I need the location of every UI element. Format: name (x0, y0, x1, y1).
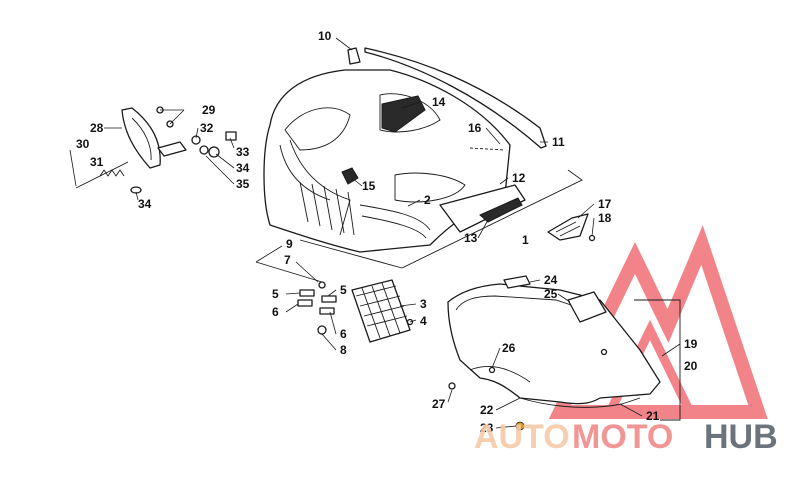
callout-26: 26 (502, 341, 516, 355)
callout-12: 12 (512, 171, 526, 185)
hood-decal (381, 95, 426, 133)
callout-8: 8 (340, 343, 347, 357)
callout-35: 35 (236, 177, 250, 191)
hood-seal-strip (364, 47, 547, 149)
watermark-part1: AUTO (474, 418, 570, 456)
hood-stripe-16 (469, 147, 506, 151)
side-vent-screw (588, 234, 596, 242)
callout-24: 24 (544, 273, 558, 287)
callout-25: 25 (544, 287, 558, 301)
hood-side-trim (439, 184, 526, 233)
side-vent-part (547, 213, 589, 241)
callout-28: 28 (90, 121, 104, 135)
callout-21: 21 (646, 409, 660, 423)
callout-23: 23 (480, 421, 494, 435)
watermark-part3: HUB (704, 418, 778, 456)
callout-20: 20 (684, 359, 698, 373)
mesh-vent-part (351, 279, 414, 343)
hood-trim-decal (479, 197, 523, 223)
headlight-assembly (75, 106, 237, 194)
callout-5a: 5 (272, 287, 279, 301)
callout-34b: 34 (138, 197, 152, 211)
tray-group-bracket (634, 299, 681, 421)
callout-29: 29 (202, 103, 216, 117)
callout-31: 31 (90, 155, 104, 169)
hood-clip (347, 47, 361, 65)
callout-4: 4 (420, 314, 427, 328)
callout-32: 32 (200, 121, 214, 135)
callout-1: 1 (522, 233, 529, 247)
callout-2: 2 (424, 193, 431, 207)
callout-5b: 5 (340, 283, 347, 297)
mounting-brackets (255, 261, 337, 335)
callout-16: 16 (468, 121, 482, 135)
side-vent-slots (555, 221, 581, 237)
callout-14: 14 (432, 95, 446, 109)
callout-17: 17 (598, 197, 612, 211)
callout-6a: 6 (272, 305, 279, 319)
hood-assembly-bracket-left (299, 239, 403, 269)
callout-19: 19 (684, 337, 698, 351)
callout-22: 22 (480, 403, 494, 417)
leader-lines (69, 37, 681, 429)
watermark-part2: MOTO (572, 418, 673, 456)
callout-11: 11 (552, 135, 565, 149)
callout-7: 7 (284, 253, 291, 267)
callout-3: 3 (420, 297, 427, 311)
hood-assembly-bracket (401, 169, 583, 269)
callout-18: 18 (598, 211, 612, 225)
callout-10: 10 (318, 29, 332, 43)
storage-tray-part (447, 275, 661, 431)
watermark-text: AUTO MOTO HUB (474, 418, 778, 456)
callout-9: 9 (286, 237, 293, 251)
callout-27: 27 (432, 397, 446, 411)
callout-13: 13 (464, 231, 478, 245)
callout-15: 15 (362, 179, 376, 193)
callout-30: 30 (76, 137, 90, 151)
callout-34a: 34 (236, 161, 250, 175)
callout-labels: 1 2 3 4 5 5 6 6 7 8 9 10 11 12 13 14 15 … (76, 29, 698, 435)
callout-6b: 6 (340, 327, 347, 341)
callout-33: 33 (236, 145, 250, 159)
